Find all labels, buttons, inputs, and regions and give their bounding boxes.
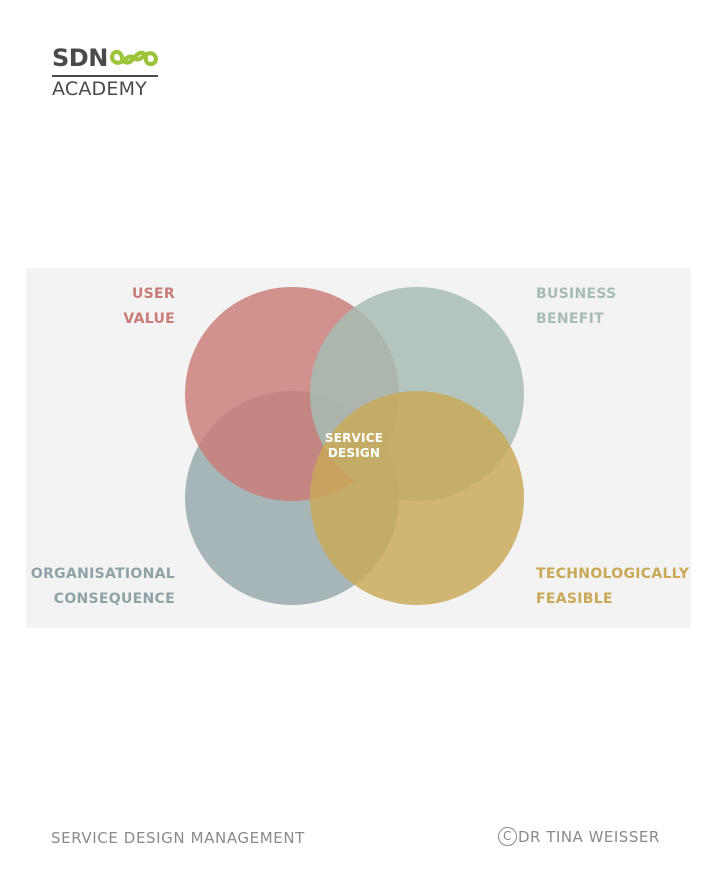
- footer-author: C DR TINA WEISSER: [498, 827, 660, 846]
- center-label-line-2: DESIGN: [327, 446, 381, 460]
- label-user-value: USER VALUE: [123, 282, 175, 332]
- label-technologically-feasible-line-2: FEASIBLE: [536, 591, 613, 607]
- venn-diagram-panel: USER VALUE BUSINESS BENEFIT ORGANISATION…: [26, 268, 691, 628]
- label-user-value-line-1: USER: [132, 286, 175, 302]
- footer-author-name: DR TINA WEISSER: [518, 827, 660, 846]
- infinity-icon: [109, 49, 158, 67]
- footer-title: SERVICE DESIGN MANAGEMENT: [51, 829, 305, 847]
- copyright-icon: C: [498, 827, 517, 846]
- circle-technologically-feasible: [310, 391, 524, 605]
- sdn-academy-logo: SDN ACADEMY: [52, 44, 162, 100]
- label-organisational-consequence-line-2: CONSEQUENCE: [53, 591, 175, 607]
- logo-divider: [52, 75, 158, 77]
- logo-top-row: SDN: [52, 44, 159, 72]
- venn-diagram: [185, 287, 524, 605]
- label-business-benefit: BUSINESS BENEFIT: [536, 282, 617, 332]
- label-organisational-consequence-line-1: ORGANISATIONAL: [30, 566, 175, 582]
- center-label-service-design: SERVICE DESIGN: [314, 431, 394, 461]
- center-label-line-1: SERVICE: [324, 431, 384, 445]
- logo-academy-text: ACADEMY: [52, 78, 147, 100]
- label-user-value-line-2: VALUE: [123, 311, 175, 327]
- label-business-benefit-line-2: BENEFIT: [536, 311, 604, 327]
- label-business-benefit-line-1: BUSINESS: [536, 286, 617, 302]
- logo-sdn-text: SDN: [52, 44, 108, 72]
- label-technologically-feasible-line-1: TECHNOLOGICALLY: [536, 566, 690, 582]
- label-organisational-consequence: ORGANISATIONAL CONSEQUENCE: [31, 562, 175, 612]
- label-technologically-feasible: TECHNOLOGICALLY FEASIBLE: [536, 562, 689, 612]
